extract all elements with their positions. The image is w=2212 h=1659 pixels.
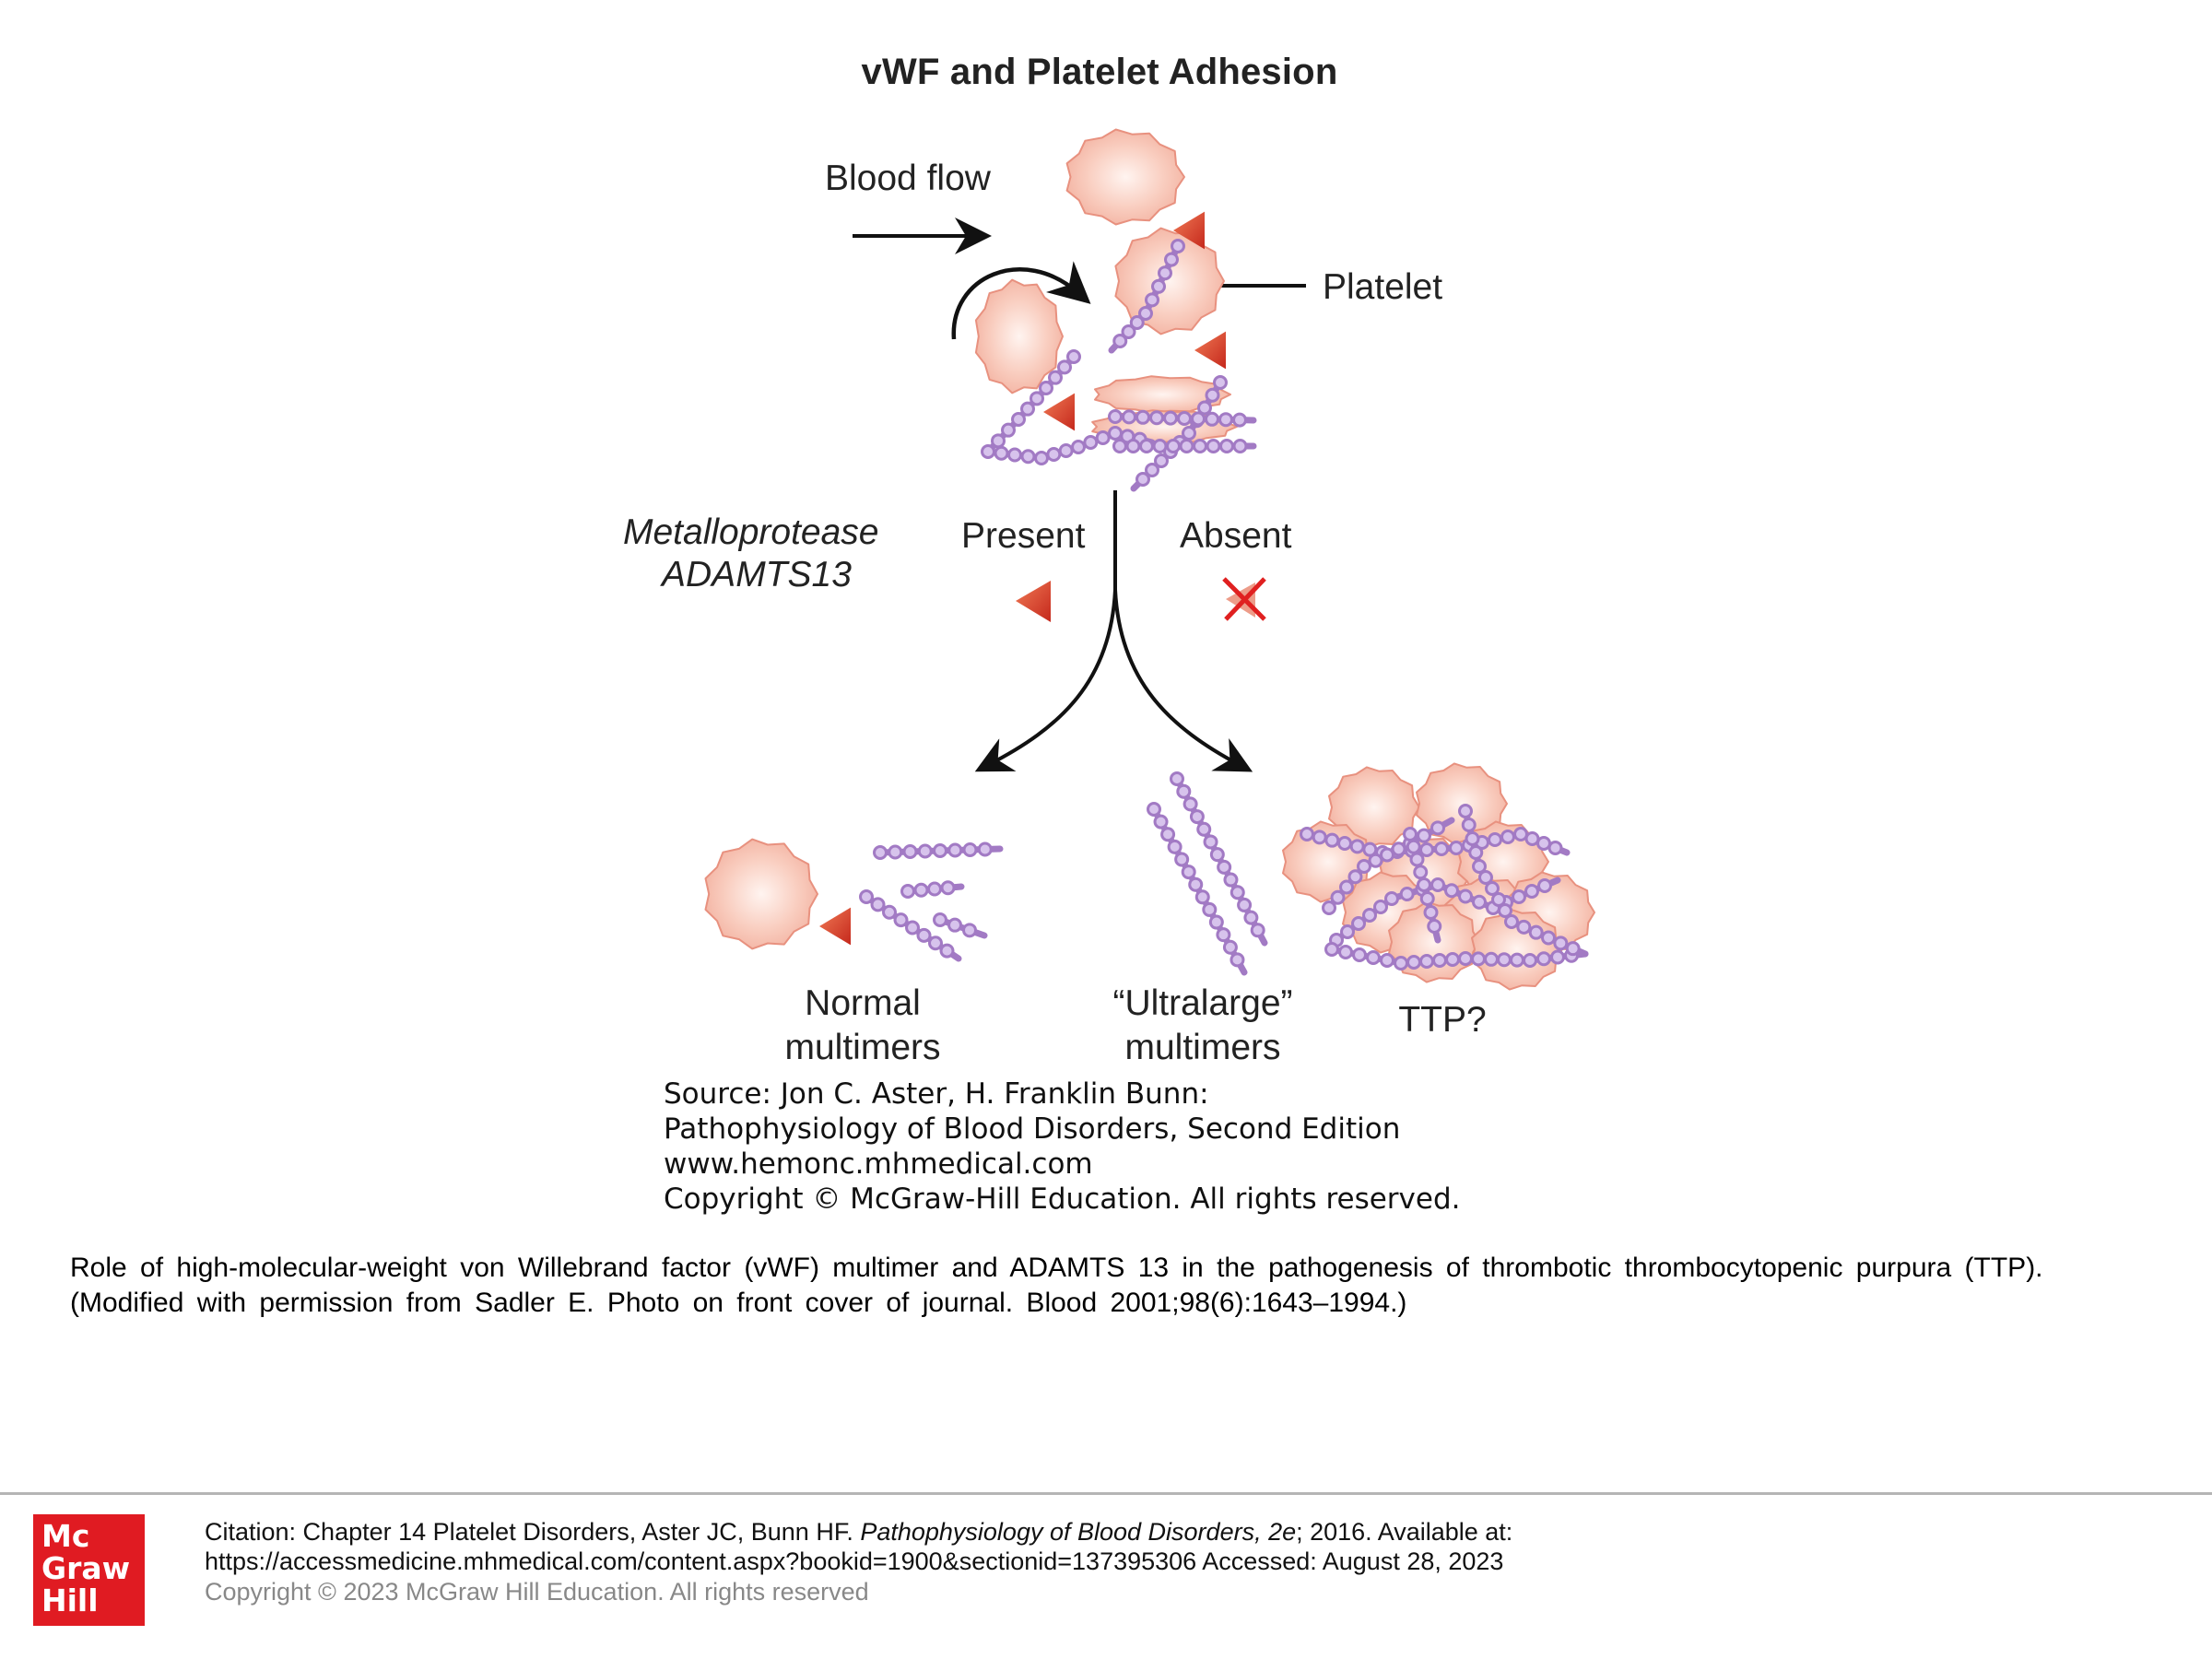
figure: vWF and Platelet Adhesion [623, 52, 1595, 1216]
vwf-multimer-icon [933, 912, 988, 939]
source-block: Source: Jon C. Aster, H. Franklin Bunn: … [664, 1077, 1461, 1217]
vwf-multimer-icon [900, 880, 965, 899]
normal-label-line1: Normal [805, 983, 921, 1023]
adamts13-triangle-icon [1016, 581, 1051, 622]
citation-book-title: Pathophysiology of Blood Disorders, 2e [860, 1518, 1297, 1546]
ttp-label: TTP? [1398, 1000, 1487, 1040]
platelet-icon [1328, 766, 1420, 849]
platelet-icon [1065, 128, 1185, 226]
normal-multimers-illustration [704, 838, 1004, 962]
enzyme-label-line2: ADAMTS13 [662, 555, 852, 594]
source-line-url: www.hemonc.mhmedical.com [664, 1147, 1093, 1181]
platelet-label: Platelet [1323, 267, 1443, 307]
vwf-multimer-icon [1329, 877, 1561, 947]
vwf-multimer-icon [1300, 827, 1571, 860]
diagram-canvas [704, 128, 1595, 991]
branch-arrow-present [974, 589, 1117, 772]
mcgraw-hill-logo: Mc Graw Hill [33, 1514, 145, 1626]
figure-caption: Role of high-molecular-weight von Willeb… [70, 1251, 2043, 1321]
footer-copyright: Copyright © 2023 McGraw Hill Education. … [205, 1578, 869, 1606]
logo-line3: Hill [41, 1583, 99, 1618]
vwf-multimer-icon [1108, 409, 1257, 428]
source-line-book: Pathophysiology of Blood Disorders, Seco… [664, 1112, 1401, 1146]
ultralarge-label-line2: multimers [1124, 1028, 1281, 1067]
ttp-aggregate-illustration [1282, 762, 1595, 991]
logo-line2: Graw [41, 1550, 131, 1586]
adamts13-triangle-icon [1173, 211, 1205, 250]
vwf-multimer-icon [873, 841, 1004, 860]
caption-line1: Role of high-molecular-weight von Willeb… [70, 1253, 2043, 1283]
ultralarge-label-line1: “Ultralarge” [1112, 983, 1293, 1023]
source-line-authors: Source: Jon C. Aster, H. Franklin Bunn: [664, 1077, 1209, 1111]
enzyme-label-line1: Metalloprotease [623, 512, 879, 552]
vwf-chain-group-top [981, 239, 1257, 492]
figure-title: vWF and Platelet Adhesion [861, 52, 1338, 92]
vwf-multimer-icon [1130, 375, 1228, 492]
vwf-multimer-icon [859, 889, 962, 962]
citation-suffix: ; 2016. Available at: [1296, 1518, 1513, 1546]
platelet-icon [1094, 375, 1231, 414]
vwf-multimer-icon [1170, 771, 1268, 947]
crossed-out-triangle-icon [1222, 577, 1266, 621]
logo-line1: Mc [41, 1518, 90, 1554]
absent-label: Absent [1180, 516, 1292, 556]
citation-prefix: Citation: Chapter 14 Platelet Disorders,… [205, 1518, 861, 1546]
vwf-multimer-icon [1147, 802, 1248, 976]
present-label: Present [961, 516, 1086, 556]
adamts13-triangle-icon [819, 907, 851, 946]
caption-line2: (Modified with permission from Sadler E.… [70, 1288, 1407, 1318]
ultralarge-multimers-illustration [1147, 771, 1268, 976]
vwf-multimer-icon [1112, 439, 1257, 453]
vwf-multimer-icon [1403, 827, 1442, 944]
source-line-copyright: Copyright © McGraw-Hill Education. All r… [664, 1182, 1461, 1216]
adamts13-triangle-icon [1194, 331, 1226, 370]
normal-label-line2: multimers [784, 1028, 941, 1067]
vwf-multimer-icon [1108, 239, 1185, 354]
blood-flow-label: Blood flow [825, 159, 991, 198]
citation-url[interactable]: https://accessmedicine.mhmedical.com/con… [205, 1547, 1504, 1575]
platelet-icon [704, 838, 818, 950]
adamts13-triangle-icon [1043, 393, 1075, 431]
branch-arrow-absent [1113, 589, 1253, 772]
citation-line1: Citation: Chapter 14 Platelet Disorders,… [205, 1518, 1512, 1547]
rolling-arrow [951, 261, 1091, 340]
adamts13-group-top [1043, 211, 1226, 431]
vwf-multimer-icon [1458, 804, 1589, 958]
footer-divider [0, 1492, 2212, 1495]
platelet-icon [974, 278, 1064, 394]
platelet-group-top [974, 128, 1238, 444]
vwf-multimer-icon [984, 349, 1081, 455]
